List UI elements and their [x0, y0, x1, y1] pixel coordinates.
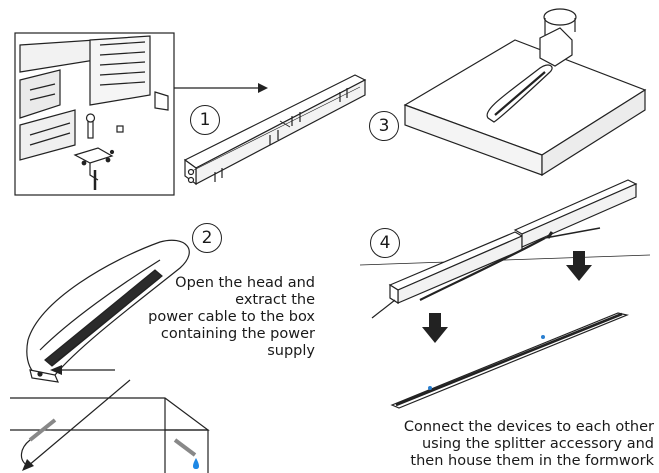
marker-dot [541, 335, 545, 339]
cable-arrow [22, 379, 131, 471]
step2-instructions: Open the head and extract the power cabl… [110, 275, 315, 360]
step2-line: supply [267, 343, 315, 359]
step-marker-3: 3 [369, 111, 399, 141]
marker-dot [428, 386, 432, 390]
step-marker-4: 4 [370, 228, 400, 258]
step4-instructions: Connect the devices to each other using … [380, 419, 654, 470]
splitter-assembly-step4 [359, 179, 651, 409]
down-arrow-icon-2 [422, 313, 448, 343]
water-drop-icon [193, 458, 199, 469]
step4-line: Connect the devices to each other [403, 419, 654, 435]
inset-arrow [174, 83, 268, 93]
board-routing-step3 [403, 8, 647, 177]
step2-arrow [50, 365, 115, 375]
ceiling-box-bottom [10, 397, 210, 473]
down-arrow-icon-1 [566, 251, 592, 281]
fixture-head-step2 [26, 239, 190, 383]
step-marker-1: 1 [190, 105, 220, 135]
step2-line: power cable to the box [148, 309, 315, 325]
step2-line: containing the power [160, 326, 315, 342]
fixture-bar-step1 [183, 74, 367, 186]
step-marker-2: 2 [192, 223, 222, 253]
step2-line: extract the [235, 292, 315, 308]
mounting-detail-inset [14, 32, 175, 196]
step4-line: using the splitter accessory and [421, 436, 654, 452]
step4-line: then house them in the formwork [410, 453, 654, 469]
step2-line: Open the head and [175, 275, 315, 291]
